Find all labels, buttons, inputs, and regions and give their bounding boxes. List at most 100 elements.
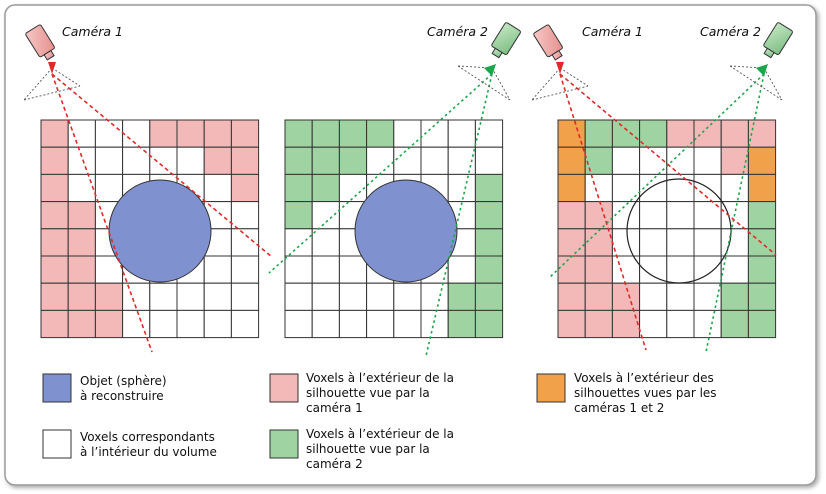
voxel-cell bbox=[584, 201, 613, 230]
voxel-cell bbox=[67, 173, 96, 203]
voxel-cell bbox=[474, 282, 504, 311]
voxel-cell bbox=[639, 282, 668, 311]
voxel-cell bbox=[284, 146, 313, 175]
voxel-cell bbox=[311, 309, 340, 339]
voxel-cell bbox=[420, 146, 449, 175]
voxel-cell bbox=[474, 201, 504, 230]
voxel-cell bbox=[311, 228, 340, 257]
voxel-cell bbox=[420, 282, 449, 311]
voxel-cell bbox=[230, 309, 260, 339]
voxel-cell bbox=[230, 282, 260, 311]
sphere-object-panel-1 bbox=[108, 179, 212, 283]
voxel-cell bbox=[666, 282, 695, 311]
legend-outside1-line-1: Voxels à l’extérieur de la bbox=[306, 371, 454, 385]
voxel-cell bbox=[666, 309, 695, 339]
voxel-cell bbox=[584, 228, 613, 257]
voxel-cell bbox=[284, 201, 313, 230]
legend-outside2-line-1: Voxels à l’extérieur de la bbox=[306, 427, 454, 441]
voxel-cell bbox=[40, 255, 69, 284]
voxel-cell bbox=[203, 173, 232, 203]
voxel-cell bbox=[693, 282, 722, 311]
camera-1-icon-panel-3 bbox=[531, 24, 589, 101]
voxel-cell bbox=[230, 146, 260, 175]
voxel-cell bbox=[747, 201, 777, 230]
voxel-cell bbox=[693, 119, 722, 148]
voxel-cell bbox=[747, 173, 777, 203]
voxel-cell bbox=[557, 201, 586, 230]
voxel-cell bbox=[393, 146, 422, 175]
voxel-cell bbox=[311, 146, 340, 175]
camera-2-rays-panel-3 bbox=[548, 73, 765, 353]
voxel-cell bbox=[611, 146, 641, 175]
voxel-cell bbox=[94, 146, 124, 175]
voxel-cell bbox=[176, 146, 205, 175]
voxel-cell bbox=[720, 146, 749, 175]
voxel-cell bbox=[666, 146, 695, 175]
voxel-cell bbox=[474, 228, 504, 257]
voxel-cell bbox=[311, 282, 340, 311]
voxel-cell bbox=[693, 309, 722, 339]
legend-outside2-line-2: silhouette vue par la bbox=[306, 442, 430, 456]
voxel-cell bbox=[393, 309, 422, 339]
voxel-cell bbox=[666, 201, 695, 230]
voxel-cell bbox=[393, 282, 422, 311]
voxel-cell bbox=[611, 228, 641, 257]
voxel-cell bbox=[284, 173, 313, 203]
voxel-cell bbox=[366, 309, 395, 339]
camera-1-label-panel-3: Caméra 1 bbox=[582, 24, 643, 39]
voxel-cell bbox=[67, 255, 96, 284]
voxel-cell bbox=[40, 201, 69, 230]
voxel-cell bbox=[584, 282, 613, 311]
camera-1-icon bbox=[23, 24, 81, 101]
legend-inside-line-1: Voxels correspondants bbox=[80, 430, 215, 444]
voxel-cell bbox=[447, 282, 476, 311]
voxel-cell bbox=[474, 173, 504, 203]
voxel-cell bbox=[94, 173, 124, 203]
voxel-cell bbox=[747, 309, 777, 339]
voxel-cell bbox=[230, 201, 260, 230]
voxel-cell bbox=[366, 146, 395, 175]
voxel-cell bbox=[203, 282, 232, 311]
camera-2-rays-panel-2 bbox=[268, 73, 493, 357]
voxel-cell bbox=[40, 119, 69, 148]
voxel-cell bbox=[338, 282, 368, 311]
legend-outside2-line-3: caméra 2 bbox=[306, 457, 363, 471]
legend-inside-line-2: à l’intérieur du volume bbox=[80, 445, 217, 459]
voxel-cell bbox=[747, 119, 777, 148]
camera-2-icon-panel-3 bbox=[729, 22, 793, 101]
voxel-cell bbox=[611, 119, 641, 148]
voxel-cell bbox=[557, 309, 586, 339]
camera-2-label: Caméra 2 bbox=[427, 24, 488, 39]
voxel-cell bbox=[447, 309, 476, 339]
voxel-cell bbox=[67, 282, 96, 311]
voxel-cell bbox=[284, 228, 313, 257]
voxel-cell bbox=[420, 309, 449, 339]
legend-swatch-outside-1 bbox=[269, 373, 299, 403]
voxel-cell bbox=[311, 173, 340, 203]
voxel-cell bbox=[149, 282, 178, 311]
voxel-cell bbox=[474, 146, 504, 175]
voxel-cell bbox=[176, 119, 205, 148]
voxel-cell bbox=[474, 309, 504, 339]
voxel-cell bbox=[611, 282, 641, 311]
voxel-cell bbox=[447, 173, 476, 203]
voxel-cell bbox=[230, 255, 260, 284]
voxel-cell bbox=[338, 309, 368, 339]
voxel-cell bbox=[666, 255, 695, 284]
legend-swatch-outside-both bbox=[536, 373, 566, 403]
voxel-cell bbox=[40, 282, 69, 311]
voxel-cell bbox=[40, 146, 69, 175]
voxel-cell bbox=[447, 255, 476, 284]
camera-1-rays-panel-3 bbox=[559, 73, 777, 351]
voxel-cell bbox=[557, 255, 586, 284]
voxel-cell bbox=[284, 255, 313, 284]
voxel-cell bbox=[67, 309, 96, 339]
voxel-cell bbox=[557, 173, 586, 203]
voxel-cell bbox=[203, 255, 232, 284]
voxel-cell bbox=[720, 119, 749, 148]
voxel-cell bbox=[284, 282, 313, 311]
camera-2-label-panel-3: Caméra 2 bbox=[700, 24, 761, 39]
voxel-cell bbox=[149, 146, 178, 175]
voxel-cell bbox=[149, 119, 178, 148]
voxel-cell bbox=[584, 309, 613, 339]
